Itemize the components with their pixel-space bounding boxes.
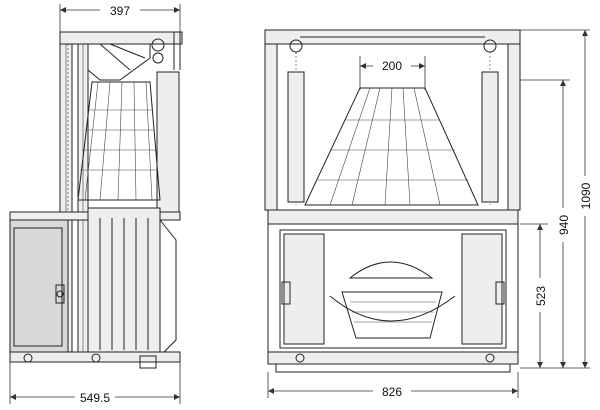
- side-width-label: 397: [110, 4, 130, 18]
- front-right-jamb: [461, 233, 503, 345]
- front-lintel: [267, 209, 519, 225]
- side-depth-label: 549.5: [80, 391, 110, 405]
- side-depth-dimension: 549.5: [9, 362, 181, 405]
- front-base: [267, 351, 519, 365]
- front-flue-dimension: 200: [359, 56, 426, 90]
- front-fire-bowl: [341, 291, 443, 339]
- front-right-handle: [495, 281, 505, 305]
- side-base: [9, 351, 181, 363]
- front-right-post: [507, 29, 521, 211]
- side-handle: [55, 284, 65, 304]
- front-flue-label: 200: [382, 59, 402, 73]
- side-view: 397: [9, 3, 183, 405]
- front-left-handle: [281, 281, 291, 305]
- side-pulley: [151, 38, 165, 52]
- front-height-dimensions: 523 940 1090: [520, 29, 593, 369]
- front-left-jamb: [283, 233, 325, 345]
- front-left-weight: [287, 71, 305, 203]
- side-glass-panel: [9, 219, 69, 353]
- front-view: 200 826: [264, 29, 593, 399]
- side-hood: [77, 81, 161, 201]
- front-width-dimension: 826: [267, 372, 519, 399]
- front-left-post: [264, 29, 278, 211]
- front-fire-dome: [348, 261, 434, 279]
- front-right-weight: [481, 71, 499, 203]
- front-opening-height-label: 523: [534, 286, 548, 306]
- side-width-dimension: 397: [59, 3, 181, 32]
- side-counterweight: [156, 71, 180, 218]
- front-total-height-label: 1090: [579, 182, 593, 209]
- front-hood: [304, 87, 479, 206]
- front-mid-height-label: 940: [557, 215, 571, 235]
- front-width-label: 826: [382, 385, 402, 399]
